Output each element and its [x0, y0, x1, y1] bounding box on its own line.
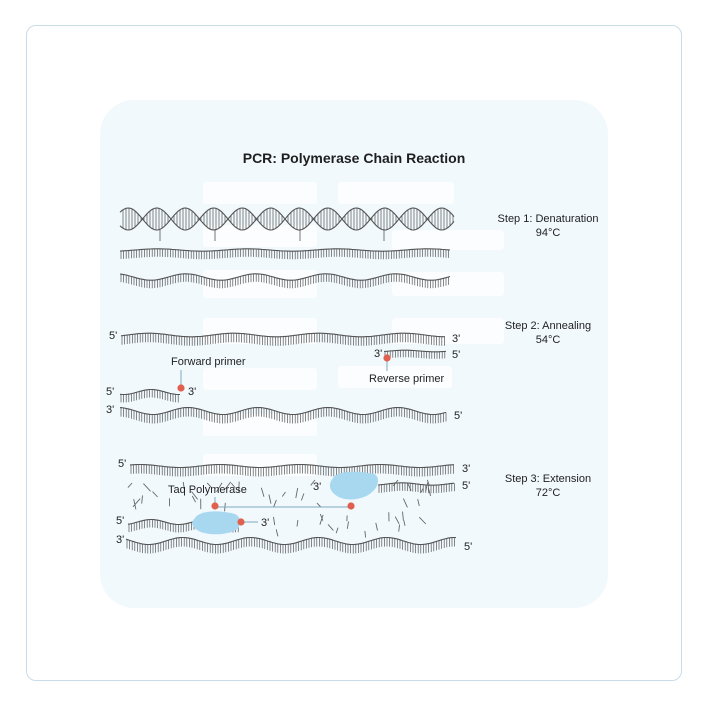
end-label-s3-top-right: 3': [462, 463, 470, 475]
nucleotide-pieces: [127, 479, 432, 538]
forward-primer-strand-bases: [120, 389, 179, 403]
taq-marker-right: [347, 502, 355, 510]
taq-marker-bottom: [237, 518, 245, 526]
step-1-name: Step 1: Denaturation: [498, 213, 599, 225]
end-label-s2-fwd-right: 3': [188, 386, 196, 398]
extended-strand-top-bases: [130, 464, 454, 477]
taq-polymerase-enzyme-top: [329, 471, 379, 500]
reverse-primer-label: Reverse primer: [369, 373, 445, 385]
step-3-temp: 72°C: [536, 487, 561, 499]
end-label-s3-rev-right: 5': [462, 480, 470, 492]
step-2-name: Step 2: Annealing: [505, 320, 591, 332]
end-label-s2-rev-left: 3': [374, 348, 382, 360]
extending-strand-reverse-bases: [378, 482, 455, 494]
end-label-s3-fwd-left: 5': [116, 515, 124, 527]
end-label-s3-bottom-left: 3': [116, 534, 124, 546]
end-label-s2-bottom-left: 3': [106, 404, 114, 416]
taq-marker-left: [211, 502, 219, 510]
extending-strand-reverse: [377, 482, 455, 486]
template-strand-s3-bottom: [125, 536, 456, 546]
end-label-s2-fwd-left: 5': [106, 386, 114, 398]
end-label-s2-rev-right: 5': [452, 349, 460, 361]
end-label-s2-bottom-right: 5': [454, 410, 462, 422]
diagram-title: PCR: Polymerase Chain Reaction: [243, 150, 466, 166]
helix-drip-lines: [159, 229, 385, 241]
template-strand-bottom-bases: [120, 407, 447, 424]
forward-primer-label: Forward primer: [171, 356, 246, 368]
double-helix: [119, 207, 455, 241]
forward-primer-strand: [119, 388, 180, 396]
extension-strands: [125, 463, 456, 554]
end-label-s2-top-right: 3': [452, 333, 460, 345]
template-strand-top-bases: [121, 333, 445, 346]
step-2-temp: 54°C: [536, 334, 561, 346]
helix-base-pairs: [122, 208, 454, 230]
helix-strand-a: [119, 207, 455, 231]
taq-polymerase-label: Taq Polymerase: [168, 484, 247, 496]
annealing-strands: [119, 332, 447, 424]
step-1-temp: 94°C: [536, 227, 561, 239]
reverse-primer-marker: [383, 354, 391, 362]
helix-strand-b: [119, 207, 455, 231]
denatured-strand-top-bases: [120, 248, 449, 260]
end-label-s3-enzyme: 3': [313, 481, 321, 493]
end-label-s3-bottom-right: 5': [464, 541, 472, 553]
reverse-primer-strand: [383, 349, 447, 353]
background-blocks: [203, 182, 504, 476]
template-strand-bottom: [119, 406, 447, 416]
taq-polymerase-enzyme-bottom: [192, 511, 241, 535]
denatured-strands: [119, 248, 451, 289]
free-nucleotides: [127, 479, 432, 538]
denatured-strand-bottom-bases: [120, 273, 449, 289]
template-strand-s3-bottom-bases: [126, 537, 455, 554]
step-3-name: Step 3: Extension: [505, 473, 591, 485]
end-label-s2-top-left: 5': [109, 330, 117, 342]
forward-primer-marker: [177, 384, 185, 392]
end-label-s3-top-left: 5': [118, 458, 126, 470]
reverse-primer-strand-bases: [384, 350, 446, 359]
end-label-s3-fwd-right: 3': [261, 517, 269, 529]
